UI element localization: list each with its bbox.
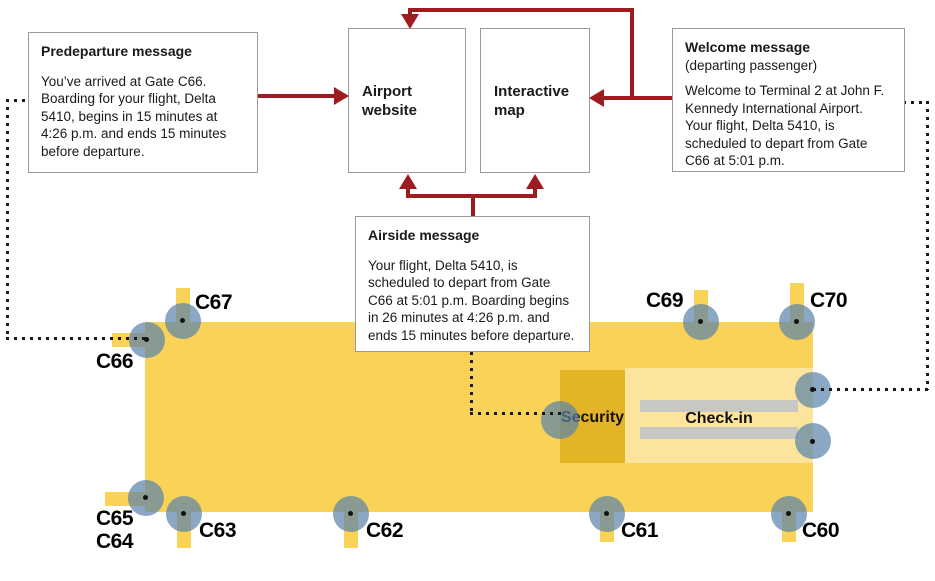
path-predeparture-out <box>6 99 29 102</box>
checkin-counter <box>640 400 798 412</box>
gate-label-c62: C62 <box>366 519 404 542</box>
airport-website-label: Airport website <box>362 82 418 119</box>
gate-dot <box>143 495 148 500</box>
gate-label-c61: C61 <box>621 519 659 542</box>
gate-label-c67: C67 <box>195 291 233 314</box>
gate-dot <box>786 511 791 516</box>
checkin-area <box>625 368 813 463</box>
security-marker-circle <box>541 401 579 439</box>
gate-dot <box>348 511 353 516</box>
predeparture-title: Predeparture message <box>41 43 192 59</box>
path-to-security <box>470 412 562 415</box>
airside-title: Airside message <box>368 227 480 243</box>
airport-website-node: Airport website <box>348 28 466 173</box>
arrow-loop-top <box>408 8 634 12</box>
arrow-airside-cross <box>406 194 537 198</box>
gate-dot <box>144 337 149 342</box>
gate-dot <box>180 318 185 323</box>
gate-dot <box>181 511 186 516</box>
gate-dot <box>810 439 815 444</box>
path-to-right-gate <box>813 388 929 391</box>
predeparture-message-box: Predeparture message You’ve arrived at G… <box>28 32 258 173</box>
arrow-loop-drop <box>408 8 412 16</box>
path-welcome-out <box>903 101 929 104</box>
interactive-map-node: Interactive map <box>480 28 590 173</box>
gate-label-c70: C70 <box>810 289 848 312</box>
gate-label-c69: C69 <box>646 289 684 312</box>
predeparture-body: You’ve arrived at Gate C66. Boarding for… <box>41 73 227 159</box>
arrow-loop-vertical <box>630 8 634 100</box>
arrow-airside-right-branch <box>533 188 537 198</box>
arrow-airside-stem <box>471 194 475 216</box>
gate-label-c65: C65 <box>96 507 134 530</box>
arrowhead-up-icon <box>399 174 417 189</box>
welcome-message-box: Welcome message (departing passenger) We… <box>672 28 905 172</box>
path-left-vertical <box>6 99 9 339</box>
arrow-airside-left-branch <box>406 188 410 198</box>
gate-dot <box>810 387 815 392</box>
arrowhead-left-icon <box>589 89 604 107</box>
welcome-body: Welcome to Terminal 2 at John F. Kennedy… <box>685 83 885 168</box>
arrow-welcome-to-map <box>602 96 672 100</box>
airside-body: Your flight, Delta 5410, is scheduled to… <box>368 257 575 343</box>
gate-dot <box>698 319 703 324</box>
gate-label-c60: C60 <box>802 519 840 542</box>
gate-label-c66: C66 <box>96 350 134 373</box>
checkin-label: Check-in <box>685 410 753 427</box>
gate-dot <box>604 511 609 516</box>
gate-label-c64: C64 <box>96 530 134 553</box>
path-right-vertical <box>926 101 929 390</box>
arrowhead-down-icon <box>401 14 419 29</box>
arrowhead-up-icon <box>526 174 544 189</box>
checkin-counter <box>640 427 798 439</box>
welcome-subtitle: (departing passenger) <box>685 57 818 73</box>
welcome-title: Welcome message <box>685 39 811 55</box>
path-to-gate-c66 <box>6 337 148 340</box>
gate-label-c63: C63 <box>199 519 237 542</box>
gate-dot <box>794 319 799 324</box>
interactive-map-label: Interactive map <box>494 82 570 119</box>
arrowhead-right-icon <box>334 87 349 105</box>
airside-message-box: Airside message Your flight, Delta 5410,… <box>355 216 590 352</box>
arrow-predeparture-to-website <box>258 94 334 98</box>
path-airside-down <box>470 352 473 414</box>
